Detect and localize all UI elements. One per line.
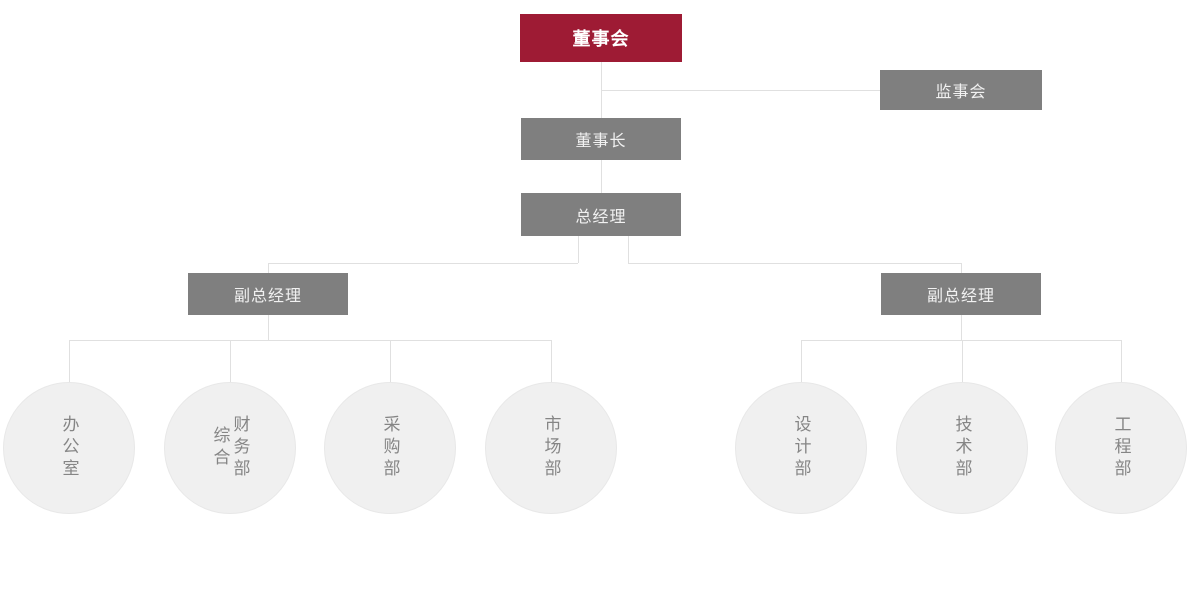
connector-gm-dgm-right [628,263,961,264]
dept-design-label: 设计部 [791,415,811,481]
connector-drop-design [801,340,802,382]
dept-procurement-text: 采购部 [380,415,400,481]
dept-office-text: 办公室 [59,415,79,481]
dept-circle-office: 办公室 [3,382,135,514]
dept-finance-label: 综合 财务部 [210,415,250,481]
node-deputy-gm-left-label: 副总经理 [233,288,302,305]
connector-right-departments-bus [801,340,1121,341]
dept-engineering-text: 工程部 [1111,415,1131,481]
dept-circle-finance: 综合 财务部 [164,382,296,514]
dept-marketing-label: 市场部 [541,415,561,481]
dept-marketing-text: 市场部 [541,415,561,481]
connector-board-supervisory [601,90,880,91]
connector-left-departments-bus [69,340,551,341]
connector-gm-stub-right [628,236,629,263]
node-supervisory-label: 监事会 [935,84,987,101]
node-general-manager-label: 总经理 [575,208,627,226]
node-board: 董事会 [520,14,682,62]
connector-drop-marketing [551,340,552,382]
connector-dgm-left-drop [268,263,269,273]
connector-dgm-right-stub [961,315,962,340]
node-deputy-gm-right-label: 副总经理 [926,288,995,305]
node-deputy-gm-left: 副总经理 [188,273,348,315]
node-board-label: 董事会 [572,29,630,49]
connector-gm-dgm-left [268,263,578,264]
dept-circle-design: 设计部 [735,382,867,514]
connector-drop-office [69,340,70,382]
dept-technology-label: 技术部 [952,415,972,481]
connector-dgm-left-stub [268,315,269,340]
connector-gm-stub-left [578,236,579,263]
node-chairman: 董事长 [521,118,681,160]
connector-drop-engineering [1121,340,1122,382]
connector-dgm-right-drop [961,263,962,273]
node-supervisory: 监事会 [880,70,1042,110]
dept-procurement-label: 采购部 [380,415,400,481]
dept-finance-text-col2: 财务部 [230,415,250,481]
dept-engineering-label: 工程部 [1111,415,1131,481]
dept-circle-technology: 技术部 [896,382,1028,514]
connector-drop-technology [962,340,963,382]
dept-circle-marketing: 市场部 [485,382,617,514]
dept-design-text: 设计部 [791,415,811,481]
dept-technology-text: 技术部 [952,415,972,481]
node-general-manager: 总经理 [521,193,681,236]
dept-circle-procurement: 采购部 [324,382,456,514]
node-deputy-gm-right: 副总经理 [881,273,1041,315]
connector-drop-procurement [390,340,391,382]
connector-drop-finance [230,340,231,382]
node-chairman-label: 董事长 [575,133,627,150]
dept-circle-engineering: 工程部 [1055,382,1187,514]
dept-office-label: 办公室 [59,415,79,481]
dept-finance-text-col1: 综合 [210,426,230,470]
connector-chairman-gm [601,160,602,193]
